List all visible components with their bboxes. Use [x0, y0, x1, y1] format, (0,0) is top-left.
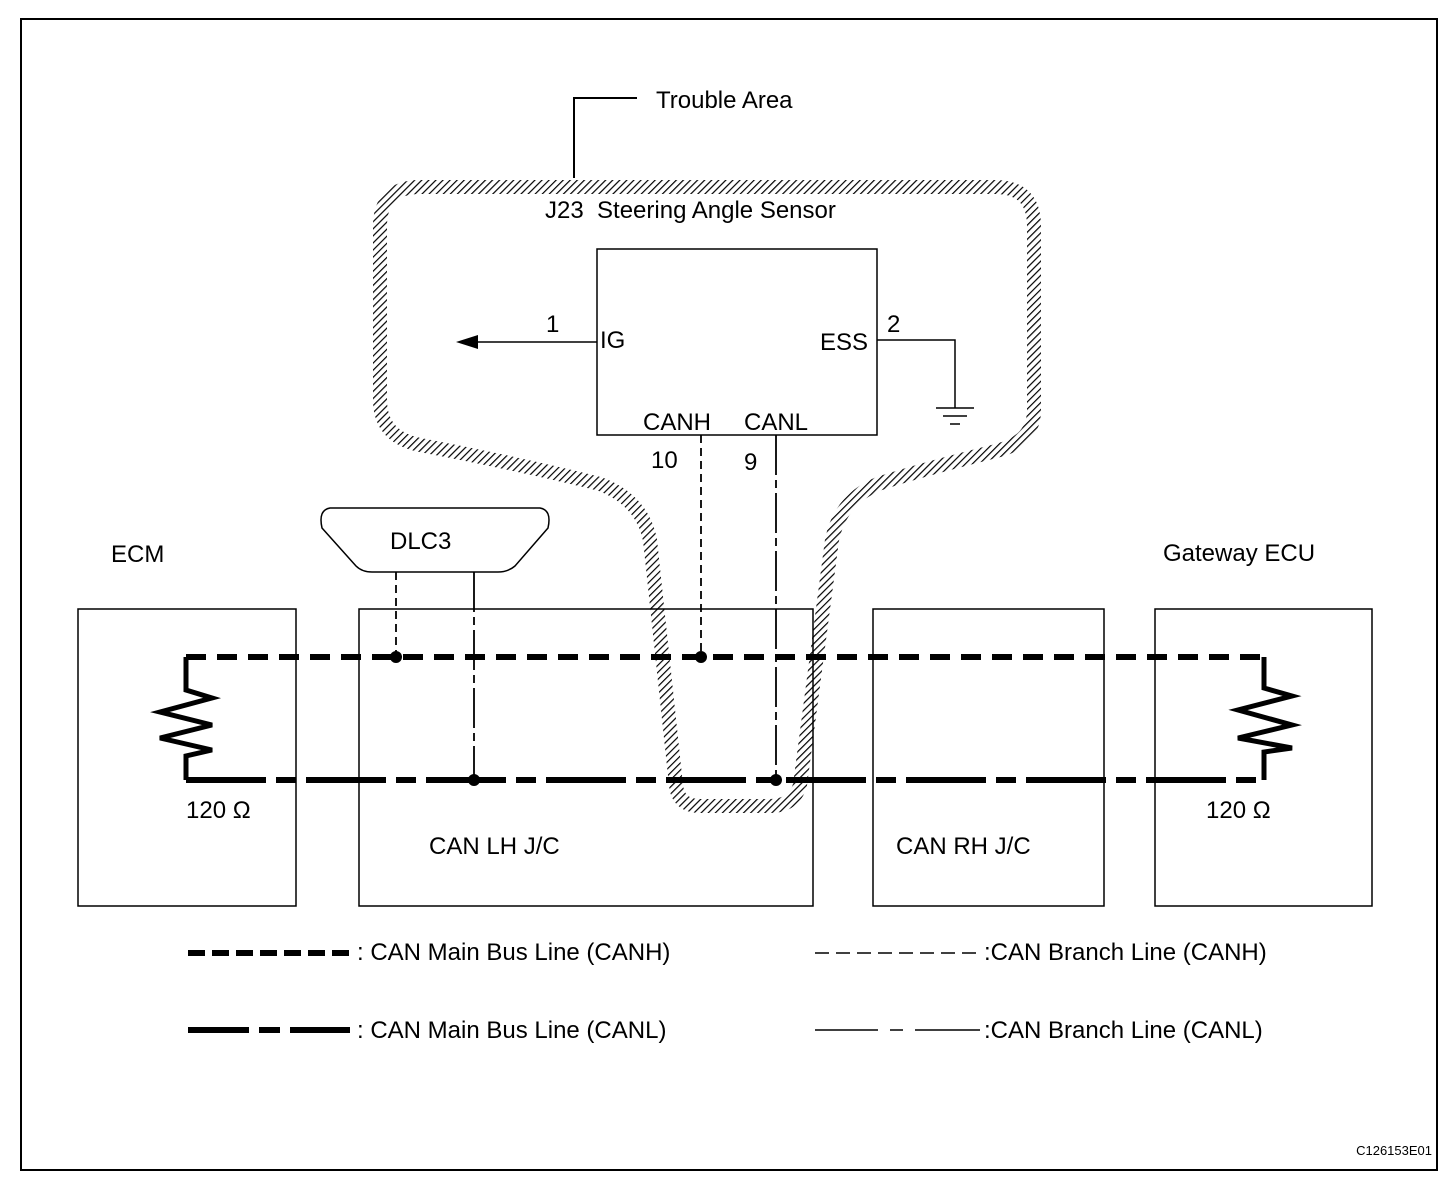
- pin-canl-label: CANL: [744, 409, 808, 436]
- legend-label-main-canl: : CAN Main Bus Line (CANL): [357, 1017, 666, 1044]
- junction-dot: [390, 651, 402, 663]
- trouble-area-leader: [573, 97, 637, 178]
- junction-dot: [695, 651, 707, 663]
- pin-ig-number: 1: [546, 311, 559, 338]
- gateway-ecu-box: [1154, 608, 1373, 907]
- gateway-ecu-label: Gateway ECU: [1163, 540, 1315, 567]
- can-rh-jc-label: CAN RH J/C: [896, 833, 1031, 860]
- ecm-resistor-icon: [150, 657, 222, 780]
- steering-angle-sensor-box: [596, 248, 878, 436]
- pin-canl-number: 9: [744, 449, 757, 476]
- legend-label-branch-canl: :CAN Branch Line (CANL): [984, 1017, 1263, 1044]
- ground-icon: [936, 407, 974, 425]
- ecm-label: ECM: [111, 541, 164, 568]
- dlc3-label: DLC3: [390, 528, 451, 555]
- pin-canh-label: CANH: [643, 409, 711, 436]
- can-rh-jc-box: [872, 608, 1105, 907]
- junction-dot: [468, 774, 480, 786]
- gateway-resistor-icon: [1228, 657, 1302, 780]
- arrow-left-icon: [456, 335, 478, 349]
- ecm-resistor-value: 120 Ω: [186, 797, 251, 824]
- pin-canh-number: 10: [651, 447, 678, 474]
- pin-ess-label: ESS: [820, 329, 868, 356]
- ess-wire: [877, 339, 956, 408]
- can-lh-jc-label: CAN LH J/C: [429, 833, 560, 860]
- ecm-box: [77, 608, 297, 907]
- legend-label-branch-canh: :CAN Branch Line (CANH): [984, 939, 1267, 966]
- diagram-frame: [20, 18, 1438, 1171]
- dlc3-connector: [320, 507, 550, 573]
- can-lh-jc-box: [358, 608, 814, 907]
- junction-dot: [770, 774, 782, 786]
- legend-label-main-canh: : CAN Main Bus Line (CANH): [357, 939, 670, 966]
- pin-ess-number: 2: [887, 311, 900, 338]
- trouble-area-outline: [373, 180, 1041, 813]
- gateway-resistor-value: 120 Ω: [1206, 797, 1271, 824]
- figure-code: C126153E01: [1356, 1143, 1432, 1158]
- sensor-title: J23 Steering Angle Sensor: [545, 197, 836, 224]
- pin-ig-label: IG: [600, 327, 625, 354]
- trouble-area-label: Trouble Area: [656, 87, 793, 114]
